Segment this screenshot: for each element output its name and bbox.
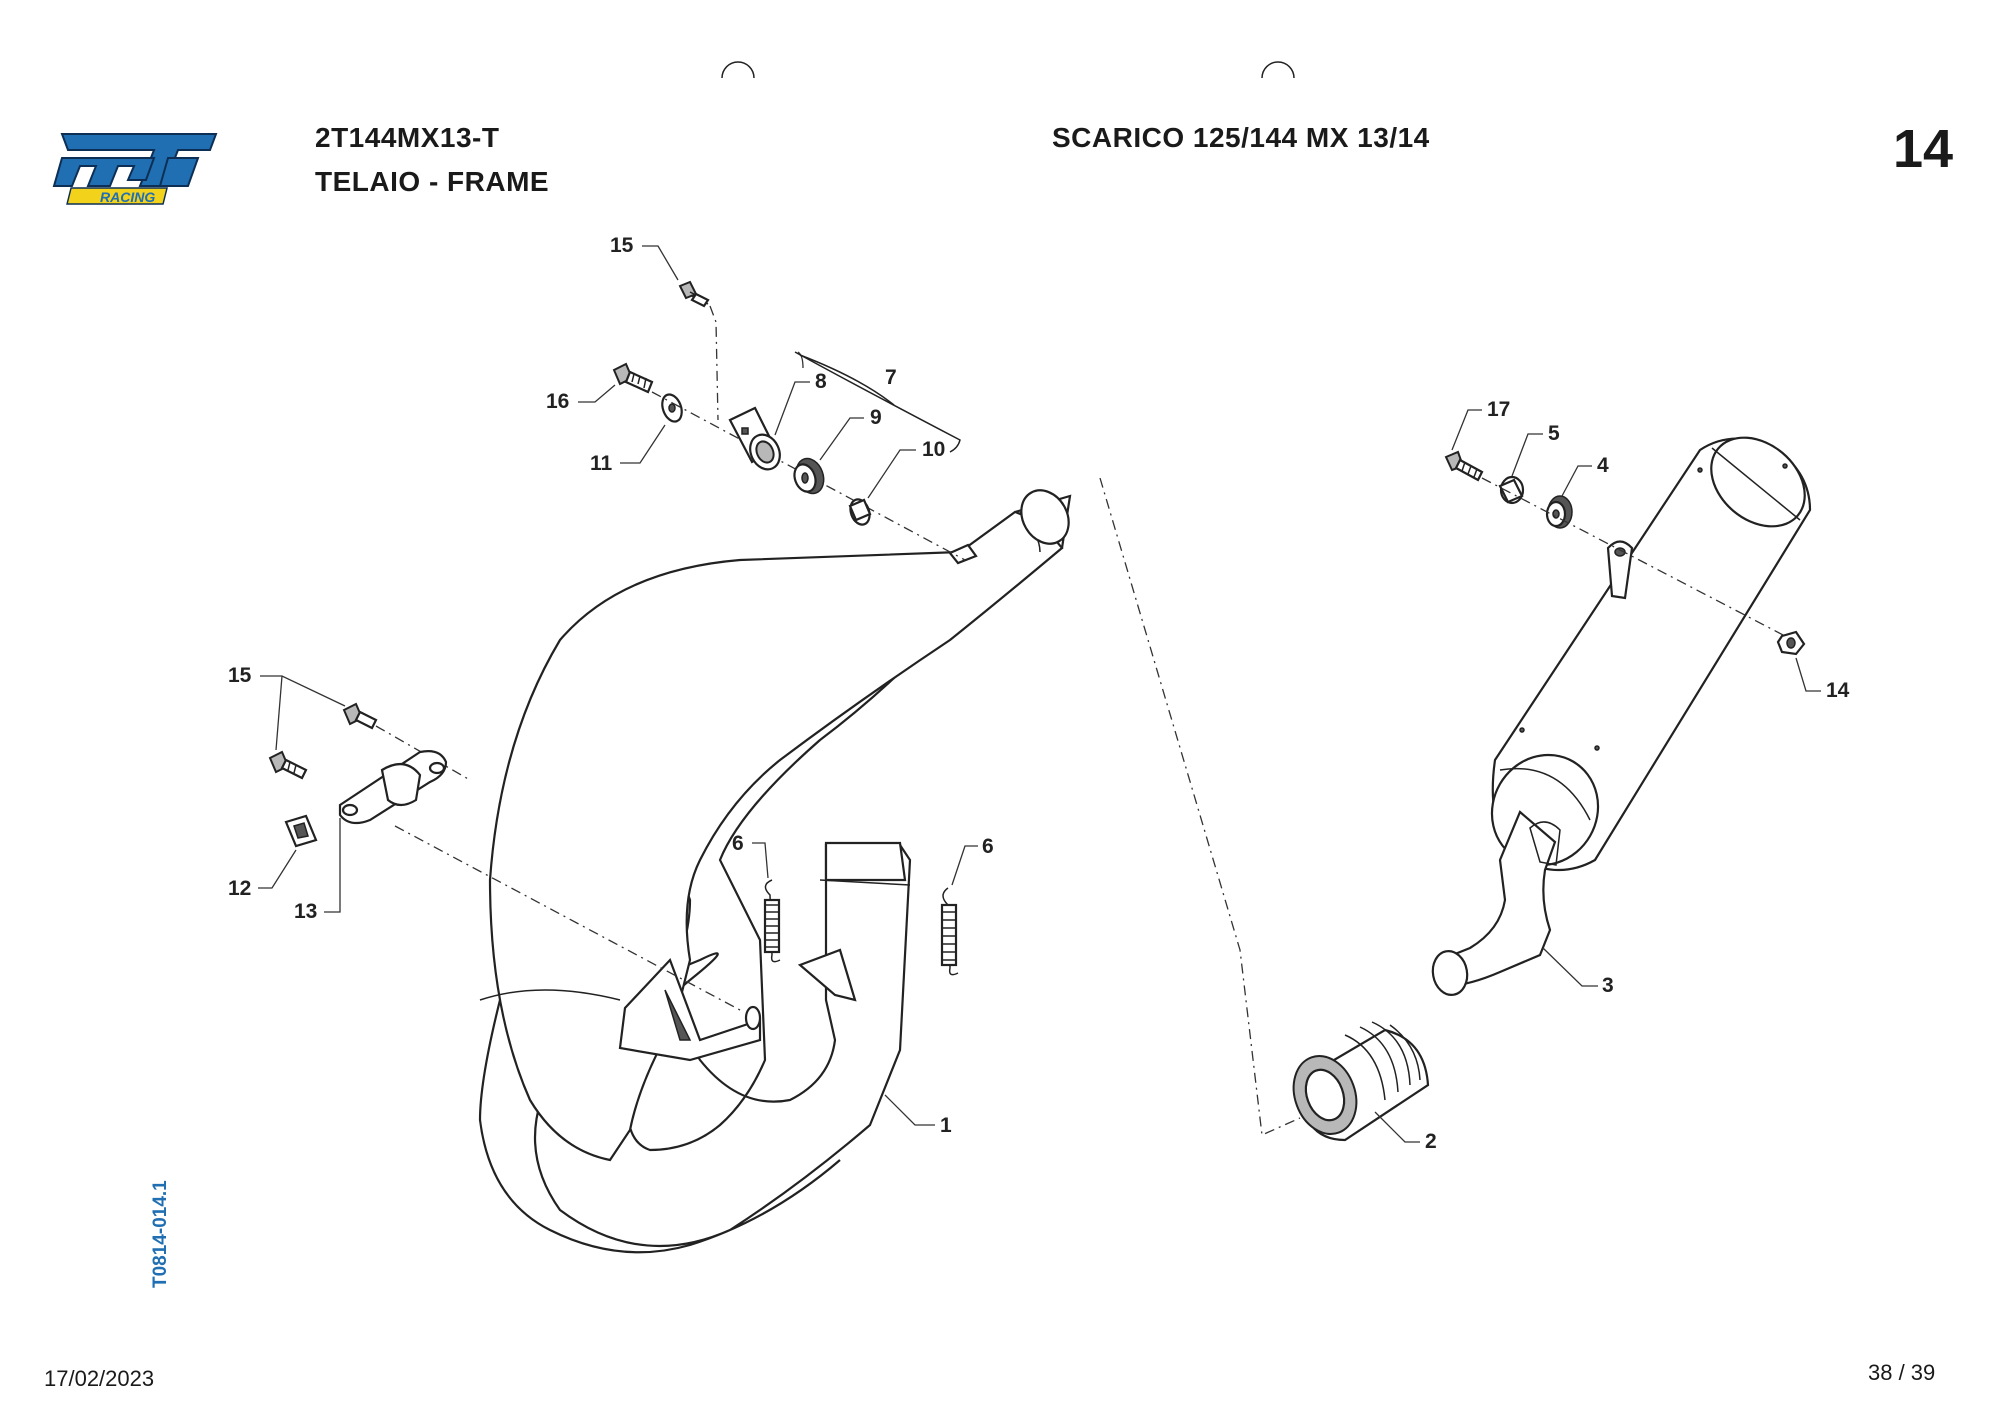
assembly-axis bbox=[1099, 477, 1301, 1136]
callout-1: 1 bbox=[940, 1114, 952, 1137]
leader-line bbox=[797, 351, 804, 369]
bolt-16 bbox=[612, 362, 654, 394]
leader-line bbox=[1561, 465, 1592, 497]
leader-line bbox=[752, 842, 769, 879]
callout-10: 10 bbox=[922, 438, 945, 461]
spring-left bbox=[763, 879, 781, 963]
table-number: 14 bbox=[1893, 119, 1954, 179]
callout-14: 14 bbox=[1826, 679, 1850, 702]
grommet-4 bbox=[1545, 495, 1573, 529]
leader-line bbox=[774, 381, 810, 436]
leader-line bbox=[324, 818, 341, 913]
leader-line bbox=[867, 449, 916, 499]
callout-13: 13 bbox=[294, 900, 317, 923]
bracket-8 bbox=[728, 406, 781, 471]
leader-line bbox=[642, 245, 679, 281]
callout-5: 5 bbox=[1548, 422, 1560, 445]
leader-line bbox=[620, 424, 666, 464]
bolt-15-top bbox=[678, 280, 710, 308]
leader-line bbox=[819, 417, 864, 461]
leader-line bbox=[1511, 433, 1543, 477]
bolt-15-left-b bbox=[268, 750, 308, 780]
callout-2: 2 bbox=[1425, 1130, 1437, 1153]
page-counter: 38 / 39 bbox=[1868, 1360, 1936, 1385]
leader-line bbox=[275, 675, 283, 751]
nut-14 bbox=[1776, 630, 1806, 656]
bolt-15-left-a bbox=[342, 702, 378, 730]
section-label: TELAIO - FRAME bbox=[315, 166, 550, 197]
bushing-10 bbox=[848, 498, 872, 526]
punch-hole-mark bbox=[721, 61, 755, 79]
callout-15-top: 15 bbox=[610, 234, 634, 257]
leader-line bbox=[1451, 409, 1482, 451]
callout-17: 17 bbox=[1487, 398, 1510, 421]
callout-15-left: 15 bbox=[228, 664, 252, 687]
assembly-axis bbox=[1481, 477, 1786, 637]
assembly-axis bbox=[709, 305, 719, 421]
group-brace-7 bbox=[794, 351, 961, 453]
grommet-9 bbox=[793, 457, 825, 495]
callout-12: 12 bbox=[228, 877, 251, 900]
clip-nut-12 bbox=[284, 814, 318, 848]
leader-line bbox=[884, 1094, 935, 1126]
tm-racing-logo: RACING bbox=[52, 133, 218, 205]
spring-right bbox=[940, 887, 959, 976]
callout-16: 16 bbox=[546, 390, 569, 413]
logo-lettering: RACING bbox=[100, 189, 155, 205]
bolt-17 bbox=[1444, 450, 1484, 482]
punch-hole-mark bbox=[1261, 61, 1295, 79]
callout-9: 9 bbox=[870, 406, 882, 429]
exhaust-pipe bbox=[478, 489, 1072, 1254]
leader-line bbox=[260, 675, 346, 707]
bracket-13 bbox=[338, 750, 448, 825]
callout-6-left: 6 bbox=[732, 832, 744, 855]
callout-4: 4 bbox=[1597, 454, 1609, 477]
leader-line bbox=[258, 849, 297, 889]
callout-6-right: 6 bbox=[982, 835, 994, 858]
leader-line bbox=[1542, 947, 1598, 987]
coupling-sleeve bbox=[1292, 1021, 1430, 1142]
print-date: 17/02/2023 bbox=[44, 1366, 155, 1391]
assembly-axis bbox=[375, 725, 471, 781]
model-code: 2T144MX13-T bbox=[315, 122, 500, 153]
callout-3: 3 bbox=[1602, 974, 1614, 997]
silencer bbox=[1431, 436, 1812, 996]
leader-line bbox=[578, 384, 616, 403]
leader-line bbox=[1795, 657, 1821, 692]
leader-line bbox=[1374, 1111, 1420, 1143]
callout-7: 7 bbox=[885, 366, 897, 389]
page-title: SCARICO 125/144 MX 13/14 bbox=[1052, 122, 1430, 153]
callout-11: 11 bbox=[590, 452, 613, 475]
spacer-5 bbox=[1498, 475, 1525, 505]
callout-8: 8 bbox=[815, 370, 827, 393]
group-brace-7 bbox=[799, 354, 895, 406]
leader-line bbox=[951, 845, 978, 886]
